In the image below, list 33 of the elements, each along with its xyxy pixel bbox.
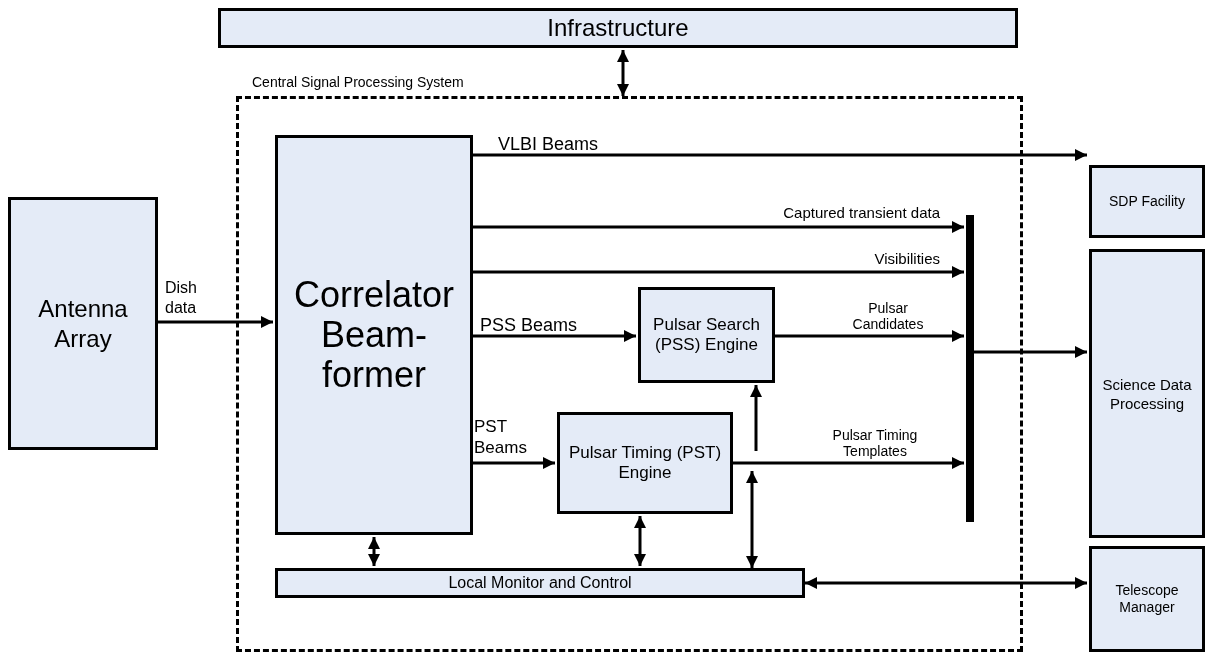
arrow (634, 516, 646, 566)
edge-label: Captured transient data (782, 203, 940, 223)
arrow (473, 221, 964, 233)
arrow (733, 457, 964, 469)
process-box: Antenna Array (8, 197, 158, 450)
arrow (805, 577, 1087, 589)
arrow (473, 330, 636, 342)
process-box: Infrastructure (218, 8, 1018, 48)
process-box: Science Data Processing (1089, 249, 1205, 538)
edge-label: Pulsar Timing Templates (831, 427, 919, 459)
arrow (158, 316, 273, 328)
edge-label: Dish data (165, 278, 198, 318)
process-box: SDP Facility (1089, 165, 1205, 238)
arrow (473, 457, 555, 469)
process-box: Pulsar Search (PSS) Engine (638, 287, 775, 383)
bus-bar (966, 215, 974, 522)
edge-label: VLBI Beams (498, 133, 600, 156)
arrow (750, 385, 762, 451)
arrow (617, 50, 629, 96)
edge-label: PST Beams (474, 416, 528, 458)
arrow (746, 471, 758, 568)
edge-label: Visibilities (873, 249, 940, 269)
process-box: Pulsar Timing (PST) Engine (557, 412, 733, 514)
process-box: Telescope Manager (1089, 546, 1205, 652)
arrow (473, 149, 1087, 161)
arrow (473, 266, 964, 278)
edge-label: Pulsar Candidates (851, 300, 925, 332)
arrow (368, 537, 380, 566)
process-box: Local Monitor and Control (275, 568, 805, 598)
edge-label: PSS Beams (480, 314, 579, 337)
arrow (974, 346, 1087, 358)
process-box: Correlator Beam-former (275, 135, 473, 535)
arrow (775, 330, 964, 342)
